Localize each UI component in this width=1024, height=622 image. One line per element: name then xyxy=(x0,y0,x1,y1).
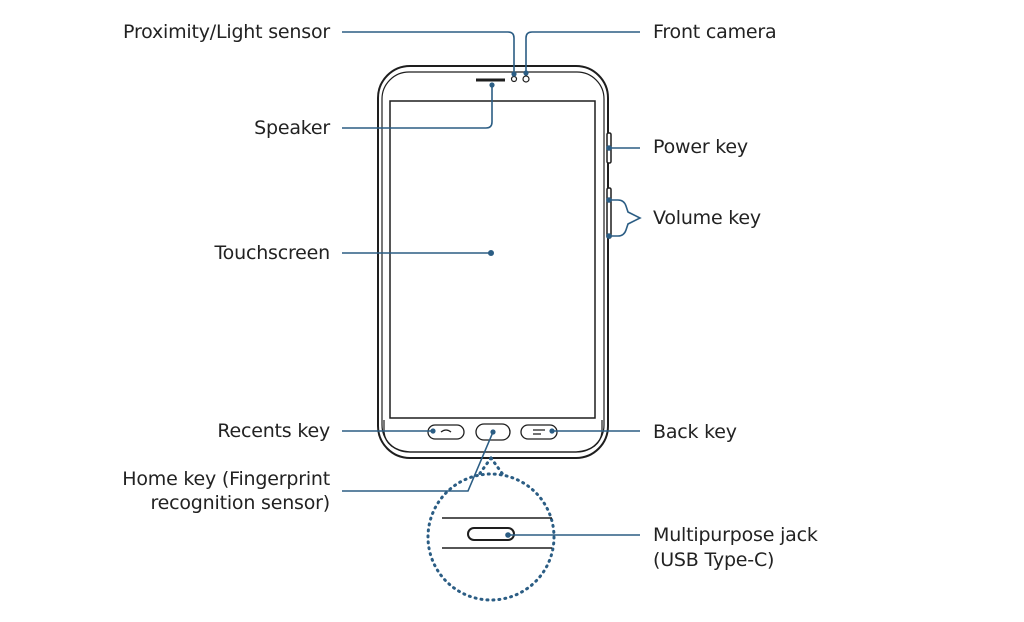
label-front-camera: Front camera xyxy=(653,21,777,43)
label-multipurpose-jack-line1: Multipurpose jack xyxy=(653,524,818,546)
label-proximity-light-sensor: Proximity/Light sensor xyxy=(123,21,330,43)
label-recents-key: Recents key xyxy=(217,420,330,442)
label-volume-key: Volume key xyxy=(653,207,761,229)
home-key-button xyxy=(475,423,511,441)
label-home-key-line1: Home key (Fingerprint xyxy=(122,468,330,490)
detail-connector xyxy=(476,456,506,478)
label-multipurpose-jack-line2: (USB Type-C) xyxy=(653,549,775,571)
touchscreen-area xyxy=(389,100,596,419)
leader-lines xyxy=(342,31,642,536)
proximity-sensor xyxy=(510,75,518,83)
label-touchscreen: Touchscreen xyxy=(214,242,331,264)
back-key-button xyxy=(520,424,558,440)
bottom-keys xyxy=(427,423,558,441)
jack-detail-contents xyxy=(442,517,552,549)
leader-dots xyxy=(430,70,612,538)
label-back-key: Back key xyxy=(653,421,737,443)
label-power-key: Power key xyxy=(653,136,748,158)
front-camera-lens xyxy=(522,75,530,83)
volume-key-button xyxy=(606,187,612,239)
recents-key-button xyxy=(427,424,465,440)
usb-c-port xyxy=(467,527,515,541)
label-speaker: Speaker xyxy=(254,117,330,139)
tablet-body xyxy=(377,65,609,459)
label-home-key-line2: recognition sensor) xyxy=(150,492,330,514)
